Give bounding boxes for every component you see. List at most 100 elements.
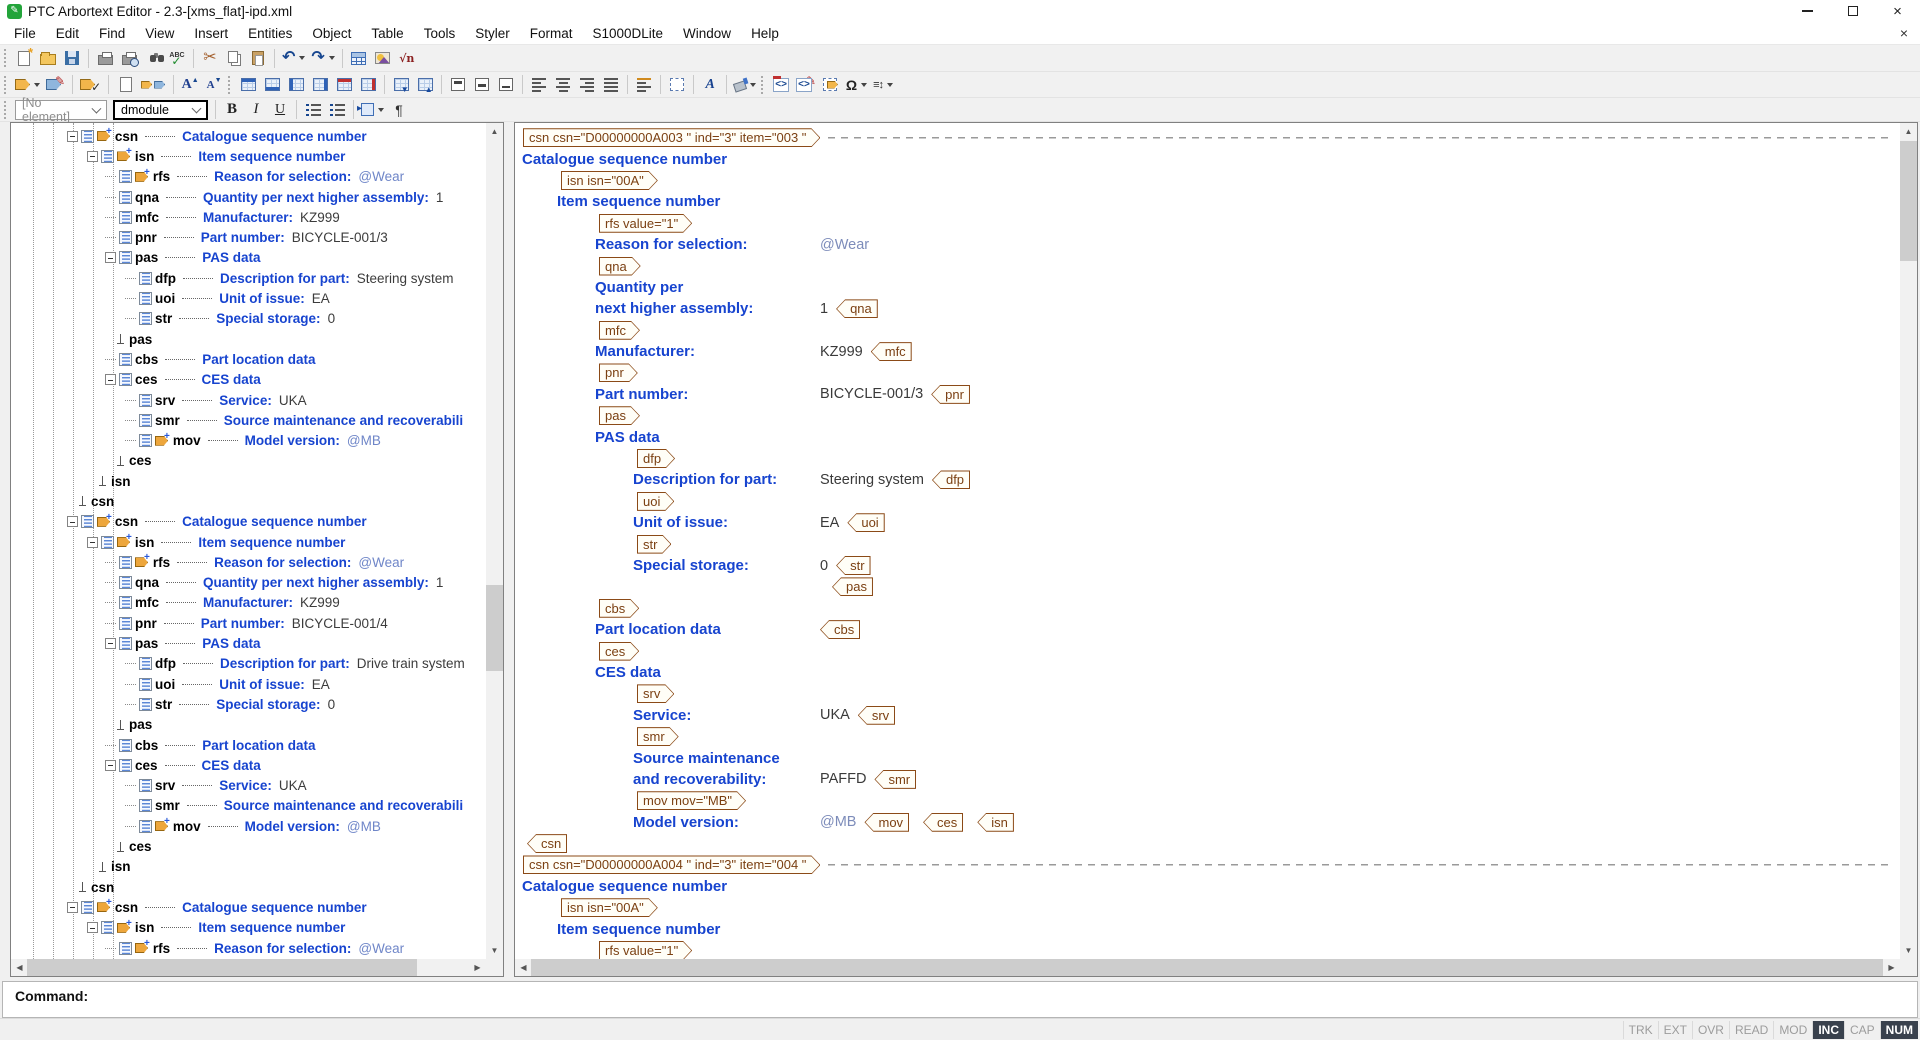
tree-row-srv[interactable]: srvService:UKA xyxy=(11,390,486,410)
tree-row-csn[interactable]: +csnCatalogue sequence number xyxy=(11,126,486,146)
collapse-expander-icon[interactable] xyxy=(105,638,116,649)
doc-vertical-scrollbar[interactable]: ▲ ▼ xyxy=(1900,123,1917,959)
row-delete-button[interactable] xyxy=(332,73,356,96)
tree-row-isn[interactable]: +isnItem sequence number xyxy=(11,146,486,166)
print-preview-button[interactable] xyxy=(117,47,141,70)
toolbar-grip[interactable] xyxy=(4,101,7,119)
collapse-expander-icon[interactable] xyxy=(105,760,116,771)
font-increase-button[interactable]: A▲ xyxy=(178,73,202,96)
column-insert-right-button[interactable] xyxy=(308,73,332,96)
copy-button[interactable] xyxy=(222,47,246,70)
tree-row-mov[interactable]: +movModel version:@MB xyxy=(11,816,486,836)
menu-styler[interactable]: Styler xyxy=(465,23,520,44)
tag-check-button[interactable]: ✓ xyxy=(77,73,104,96)
dropdown-arrow-icon[interactable] xyxy=(861,83,867,87)
collapse-expander-icon[interactable] xyxy=(105,252,116,263)
close-button[interactable]: × xyxy=(1875,0,1920,22)
maximize-button[interactable] xyxy=(1830,0,1875,22)
end-tag-csn[interactable]: csn xyxy=(527,834,567,853)
doc-field-value[interactable]: @MB xyxy=(820,814,856,830)
doc-field-value[interactable]: 0 xyxy=(820,558,828,574)
align-left-button[interactable] xyxy=(527,73,551,96)
edit-attributes-button[interactable]: ϟ xyxy=(113,73,137,96)
collapse-expander-icon[interactable] xyxy=(87,537,98,548)
line-spacing-button[interactable]: ≡↕ xyxy=(870,73,896,96)
print-button[interactable] xyxy=(93,47,117,70)
underline-button[interactable]: U xyxy=(268,98,292,121)
toolbar-grip[interactable] xyxy=(4,76,7,94)
doc-field-value[interactable]: UKA xyxy=(820,707,850,723)
special-character-button[interactable]: Ω xyxy=(843,73,870,96)
menu-format[interactable]: Format xyxy=(520,23,583,44)
menu-window[interactable]: Window xyxy=(673,23,741,44)
end-tag-qna[interactable]: qna xyxy=(836,299,878,318)
collapse-expander-icon[interactable] xyxy=(87,151,98,162)
bullet-list-button[interactable] xyxy=(325,98,349,121)
tree-vertical-scrollbar[interactable]: ▲ ▼ xyxy=(486,123,503,959)
open-tag-cbs[interactable]: cbs xyxy=(599,599,639,618)
tree-vscroll-thumb[interactable] xyxy=(486,585,503,671)
open-tag-dfp[interactable]: dfp xyxy=(637,449,675,468)
open-tag-uoi[interactable]: uoi xyxy=(637,492,674,511)
insert-frame-button[interactable] xyxy=(665,73,689,96)
tree-row-rfs[interactable]: +rfsReason for selection:@Wear xyxy=(11,167,486,187)
split-element-button[interactable] xyxy=(137,73,169,96)
insert-table-button[interactable] xyxy=(347,47,371,70)
toolbar-grip[interactable] xyxy=(761,76,764,94)
tree-row-csn[interactable]: +csnCatalogue sequence number xyxy=(11,897,486,917)
end-tag-mfc[interactable]: mfc xyxy=(871,342,912,361)
doc-field-value[interactable]: 1 xyxy=(820,301,828,317)
tree-row-isn[interactable]: +isnItem sequence number xyxy=(11,532,486,552)
open-tag-mfc[interactable]: mfc xyxy=(599,321,640,340)
open-tag-pas[interactable]: pas xyxy=(599,406,640,425)
tree-row-end-isn[interactable]: isn xyxy=(11,471,486,491)
end-tag-smr[interactable]: smr xyxy=(874,770,916,789)
italic-button[interactable]: I xyxy=(244,98,268,121)
toolbar-grip[interactable] xyxy=(4,49,7,67)
tree-row-end-isn[interactable]: isn xyxy=(11,857,486,877)
menu-file[interactable]: File xyxy=(4,23,46,44)
doc-field-value[interactable]: @Wear xyxy=(820,237,869,253)
outline-view-button[interactable] xyxy=(632,73,656,96)
insert-markup-button[interactable] xyxy=(12,73,43,96)
valign-middle-button[interactable] xyxy=(470,73,494,96)
tree-row-end-pas[interactable]: pas xyxy=(11,715,486,735)
collapse-expander-icon[interactable] xyxy=(105,374,116,385)
menu-object[interactable]: Object xyxy=(302,23,361,44)
open-tag-isn[interactable]: isn isn="00A" xyxy=(561,898,658,917)
open-tag-csn[interactable]: csn csn="D00000000A003 " ind="3" item="0… xyxy=(523,128,820,147)
column-insert-left-button[interactable] xyxy=(284,73,308,96)
valign-top-button[interactable] xyxy=(446,73,470,96)
tree-row-end-csn[interactable]: csn xyxy=(11,877,486,897)
open-tag-ces[interactable]: ces xyxy=(599,642,639,661)
tree-row-mfc[interactable]: mfcManufacturer:KZ999 xyxy=(11,593,486,613)
pilcrow-button[interactable]: ¶ xyxy=(387,98,411,121)
end-tag-dfp[interactable]: dfp xyxy=(932,470,970,489)
doc-horizontal-scrollbar[interactable]: ◀ ▶ xyxy=(515,959,1900,976)
new-document-button[interactable] xyxy=(12,47,36,70)
tree-row-srv[interactable]: srvService:UKA xyxy=(11,776,486,796)
scroll-right-icon[interactable]: ▶ xyxy=(469,959,486,976)
menu-view[interactable]: View xyxy=(135,23,184,44)
open-tag-rfs[interactable]: rfs value="1" xyxy=(599,941,692,959)
edit-tag-button[interactable]: ✎ xyxy=(43,73,68,96)
doc-hscroll-thumb[interactable] xyxy=(531,959,1883,976)
tree-row-smr[interactable]: smrSource maintenance and recoverabili xyxy=(11,410,486,430)
source-view-button[interactable]: <> xyxy=(769,73,793,96)
tree-row-uoi[interactable]: uoiUnit of issue:EA xyxy=(11,288,486,308)
command-input[interactable]: Command: xyxy=(2,981,1918,1018)
undo-button[interactable]: ↶ xyxy=(279,47,308,70)
tree-row-ces[interactable]: cesCES data xyxy=(11,370,486,390)
cut-button[interactable]: ✂ xyxy=(198,47,222,70)
menu-help[interactable]: Help xyxy=(741,23,789,44)
dropdown-arrow-icon[interactable] xyxy=(329,56,335,60)
scroll-right-icon[interactable]: ▶ xyxy=(1883,959,1900,976)
tree-row-pnr[interactable]: pnrPart number:BICYCLE-001/4 xyxy=(11,613,486,633)
open-tag-str[interactable]: str xyxy=(637,535,671,554)
tree-row-isn[interactable]: +isnItem sequence number xyxy=(11,918,486,938)
menu-s1000dlite[interactable]: S1000DLite xyxy=(582,23,673,44)
paste-button[interactable] xyxy=(246,47,270,70)
tree-row-rfs[interactable]: +rfsReason for selection:@Wear xyxy=(11,938,486,958)
tree-row-dfp[interactable]: dfpDescription for part:Steering system xyxy=(11,268,486,288)
end-tag-pas[interactable]: pas xyxy=(832,577,873,596)
